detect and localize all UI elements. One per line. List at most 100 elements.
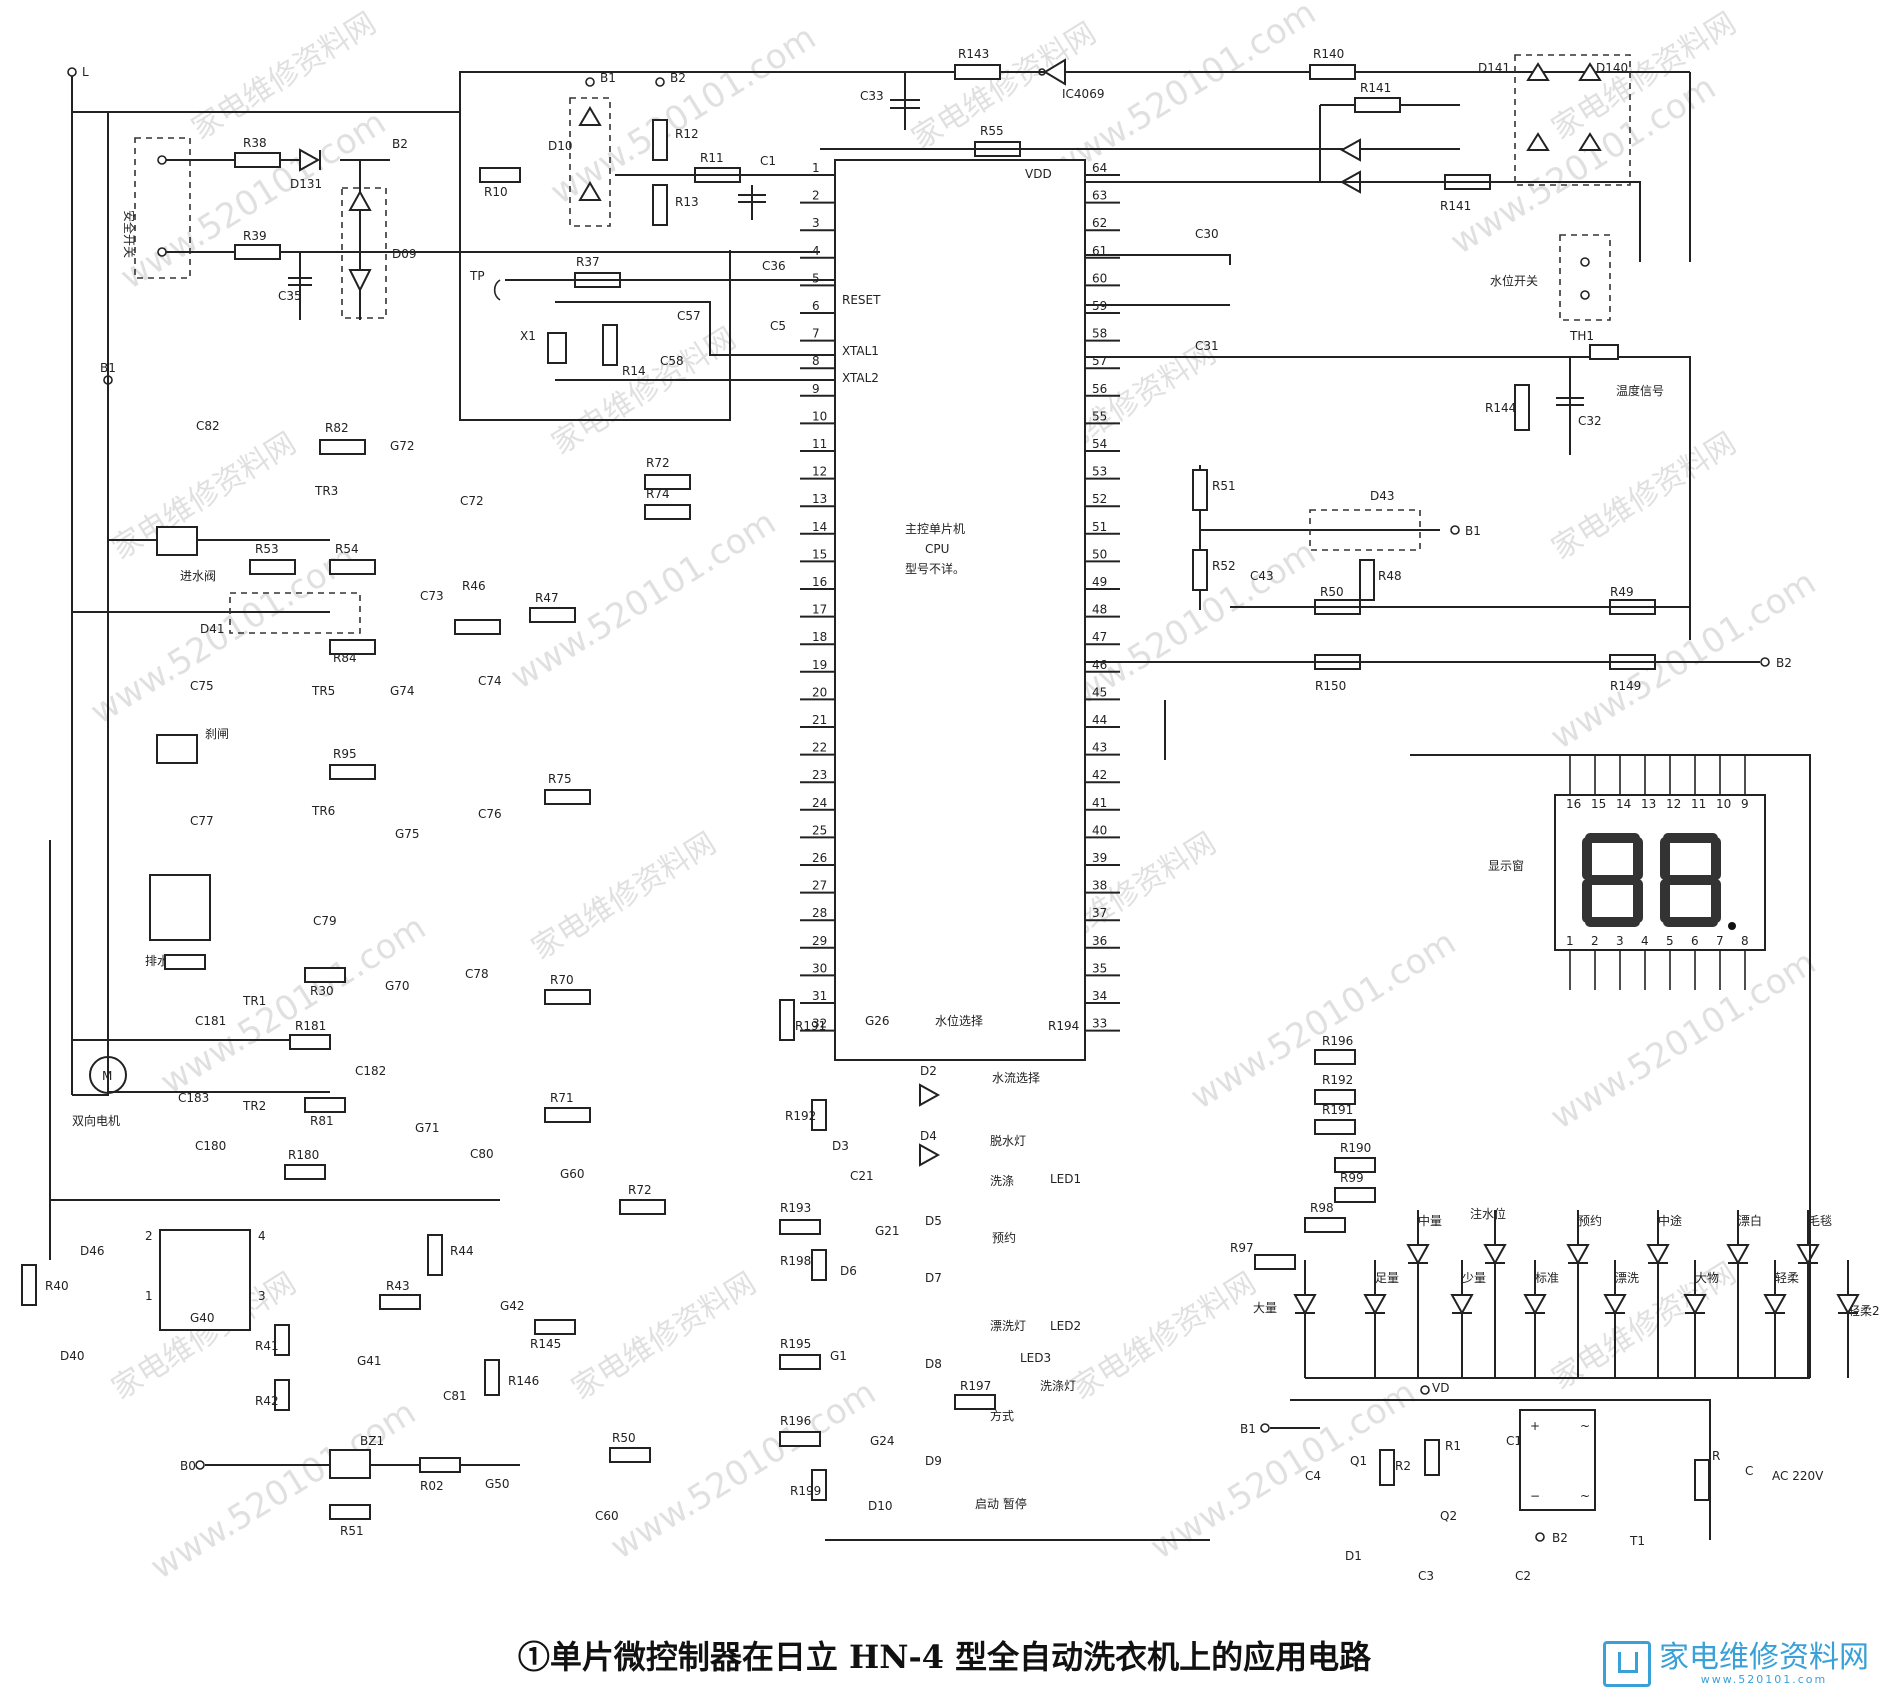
cpu-pin-number: 45 <box>1092 685 1107 699</box>
svg-text:C79: C79 <box>313 914 337 928</box>
svg-text:D1: D1 <box>1345 1549 1362 1563</box>
btn-reserve: 预约 <box>992 1230 1016 1245</box>
svg-text:R02: R02 <box>420 1479 444 1493</box>
svg-text:D7: D7 <box>925 1271 942 1285</box>
cpu-pin-number: 47 <box>1092 630 1107 644</box>
ps-ac: AC 220V <box>1772 1469 1824 1483</box>
label-rinse-lamp: 漂洗灯 <box>990 1319 1026 1333</box>
cpu-pin-number: 8 <box>812 354 820 368</box>
svg-text:G21: G21 <box>875 1224 900 1238</box>
svg-text:R95: R95 <box>333 747 357 761</box>
label-L: L <box>82 65 89 79</box>
display-pin-number: 16 <box>1566 797 1581 811</box>
label-tp: TP <box>469 269 485 283</box>
led-network: R196 R192 R191 R190 R99 R98 R97 大量 足量 中量… <box>1230 1034 1880 1379</box>
svg-text:C1: C1 <box>1506 1434 1522 1448</box>
svg-text:C30: C30 <box>1195 227 1219 241</box>
svg-text:R54: R54 <box>335 542 359 556</box>
triac-drivers: B1 C82 R82 G72 TR3 C72 R72 R74 进水阀 R53 R… <box>72 361 691 1215</box>
svg-text:TR1: TR1 <box>242 994 266 1008</box>
led-lead <box>1838 1260 1858 1378</box>
watermark: www.520101.com <box>1544 942 1823 1137</box>
svg-text:R41: R41 <box>255 1339 279 1353</box>
svg-text:D41: D41 <box>200 622 225 636</box>
led-lead <box>1728 1210 1748 1378</box>
svg-text:R50: R50 <box>1320 585 1344 599</box>
display-pin-number: 8 <box>1741 934 1749 948</box>
cpu-pin-number: 33 <box>1092 1017 1107 1031</box>
cpu-pin-number: 15 <box>812 547 827 561</box>
cpu: 主控单片机 CPU 型号不详。 VDD RESET XTAL1 XTAL2 12… <box>800 159 1120 1061</box>
watermark: www.520101.com <box>114 102 393 297</box>
svg-text:R150: R150 <box>1315 679 1346 693</box>
diagram-caption: ①单片微控制器在日立 HN-4 型全自动洗衣机上的应用电路 <box>517 1638 1372 1676</box>
svg-text:2: 2 <box>145 1229 153 1243</box>
cpu-pin-number: 9 <box>812 382 820 396</box>
svg-text:D2: D2 <box>920 1064 937 1078</box>
svg-text:R43: R43 <box>386 1279 410 1293</box>
svg-text:R99: R99 <box>1340 1171 1364 1185</box>
svg-text:C32: C32 <box>1578 414 1602 428</box>
cpu-pin-number: 37 <box>1092 906 1107 920</box>
logo-name: 家电维修资料网 <box>1659 1639 1869 1675</box>
led-label-fill: 注水位 <box>1470 1206 1506 1221</box>
logo-icon <box>1603 1641 1651 1687</box>
cpu-pin-number: 63 <box>1092 189 1107 203</box>
led-label-big-item: 大物 <box>1695 1271 1719 1285</box>
svg-text:R50: R50 <box>612 1431 636 1445</box>
svg-text:D10: D10 <box>548 139 573 153</box>
svg-text:R191: R191 <box>795 1019 826 1033</box>
svg-text:LED1: LED1 <box>1050 1172 1081 1186</box>
svg-text:C81: C81 <box>443 1389 467 1403</box>
svg-text:3: 3 <box>258 1289 266 1303</box>
cpu-body <box>834 159 1086 1061</box>
svg-text:C73: C73 <box>420 589 444 603</box>
svg-text:LED3: LED3 <box>1020 1351 1051 1365</box>
cpu-pin-number: 35 <box>1092 961 1107 975</box>
led-lead <box>1408 1210 1428 1378</box>
svg-text:C78: C78 <box>465 967 489 981</box>
svg-text:C82: C82 <box>196 419 220 433</box>
svg-text:G40: G40 <box>190 1311 215 1325</box>
svg-text:R72: R72 <box>628 1183 652 1197</box>
svg-text:R37: R37 <box>576 255 600 269</box>
cpu-pin-number: 6 <box>812 299 820 313</box>
label-safety-switch: 安全开关 <box>122 210 137 258</box>
cpu-pin-number: 30 <box>812 961 827 975</box>
led-icon <box>1293 1294 1317 1316</box>
watermark: www.520101.com <box>1184 922 1463 1117</box>
svg-text:D10: D10 <box>868 1499 893 1513</box>
led-label-full: 足量 <box>1375 1271 1399 1285</box>
label-wash-lamp: 洗涤灯 <box>1040 1379 1076 1393</box>
svg-text:TR6: TR6 <box>311 804 335 818</box>
led-icon <box>1483 1244 1507 1266</box>
svg-text:~: ~ <box>1580 1419 1590 1433</box>
cpu-pin-number: 62 <box>1092 216 1107 230</box>
led-label-standard: 标准 <box>1535 1271 1559 1285</box>
svg-text:R198: R198 <box>780 1254 811 1268</box>
svg-text:R55: R55 <box>980 124 1004 138</box>
cpu-pin-number: 16 <box>812 575 827 589</box>
cpu-pin-number: 60 <box>1092 271 1107 285</box>
watermark: 家电维修资料网 <box>1546 426 1743 567</box>
watermark: 家电维修资料网 <box>546 321 743 462</box>
cpu-pin-number: 54 <box>1092 437 1107 451</box>
led-label-small: 少量 <box>1462 1271 1486 1285</box>
led-icon <box>1566 1244 1590 1266</box>
cpu-pin-number: 27 <box>812 879 827 893</box>
label-brake: 刹闸 <box>205 727 229 741</box>
svg-text:C80: C80 <box>470 1147 494 1161</box>
ps-b2: B2 <box>1552 1531 1568 1545</box>
svg-text:R144: R144 <box>1485 401 1516 415</box>
svg-text:R97: R97 <box>1230 1241 1254 1255</box>
svg-text:R196: R196 <box>780 1414 811 1428</box>
btn-wash: 洗涤 <box>990 1174 1014 1188</box>
cpu-pin-number: 58 <box>1092 327 1107 341</box>
ps-transformer: T1 <box>1629 1534 1645 1548</box>
svg-text:R12: R12 <box>675 127 699 141</box>
svg-text:R1: R1 <box>1445 1439 1461 1453</box>
svg-text:C180: C180 <box>195 1139 226 1153</box>
cpu-pin-number: 5 <box>812 271 820 285</box>
svg-text:4: 4 <box>258 1229 266 1243</box>
svg-text:B2: B2 <box>1776 656 1792 670</box>
